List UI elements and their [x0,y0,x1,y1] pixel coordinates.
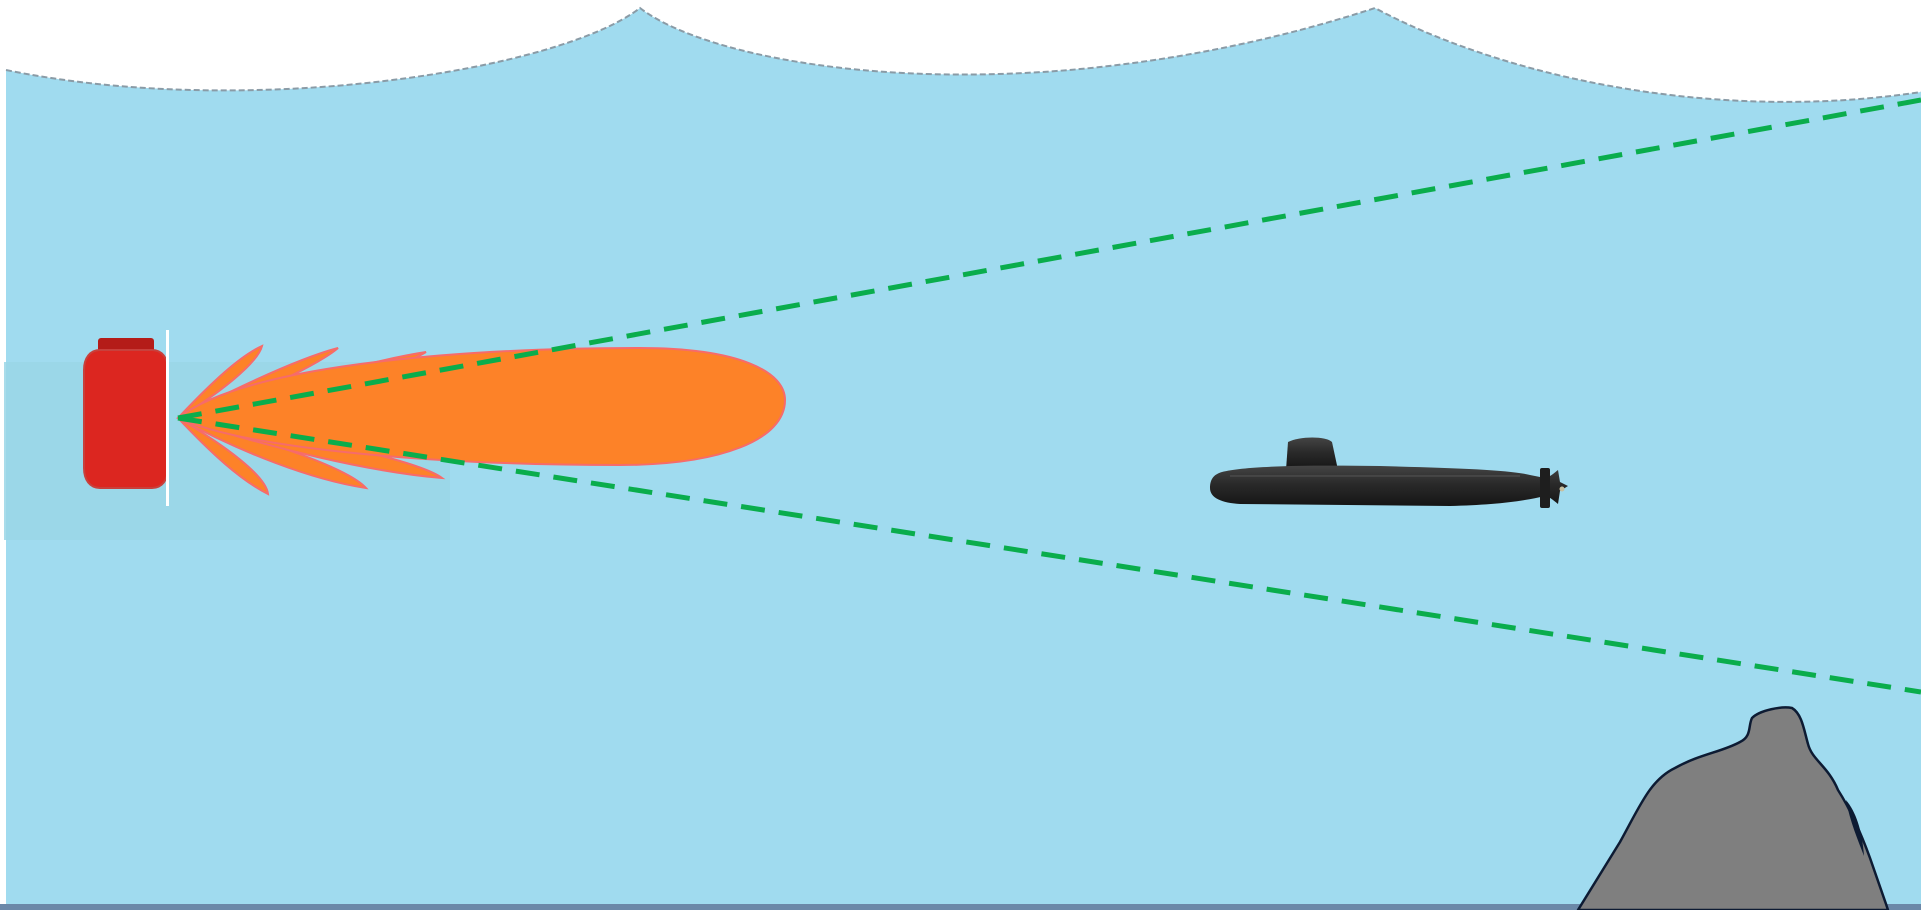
water-surface-line [5,6,1921,103]
transducer-top-cap [98,338,154,352]
beam-boundaries [177,97,1921,695]
submarine-rudder [1540,468,1550,508]
rock-crevice [1846,800,1864,856]
side-lobe-upper-1 [177,344,264,419]
seabed-rock-icon [1576,706,1890,910]
beam-boundary-lower [177,415,1921,695]
transducer-face [166,330,169,506]
submarine-sail [1286,437,1338,470]
seabed-line [0,904,1921,910]
sonar-transducer-icon [83,330,169,506]
beam-boundary-upper [177,97,1921,421]
water-body [6,8,1921,910]
transducer-housing [83,349,169,489]
side-lobe-lower-1 [177,417,270,496]
submarine-propeller [1559,486,1565,492]
sonar-main-lobe [176,346,787,467]
submarine-icon [1210,437,1568,508]
rock-body [1576,706,1890,910]
